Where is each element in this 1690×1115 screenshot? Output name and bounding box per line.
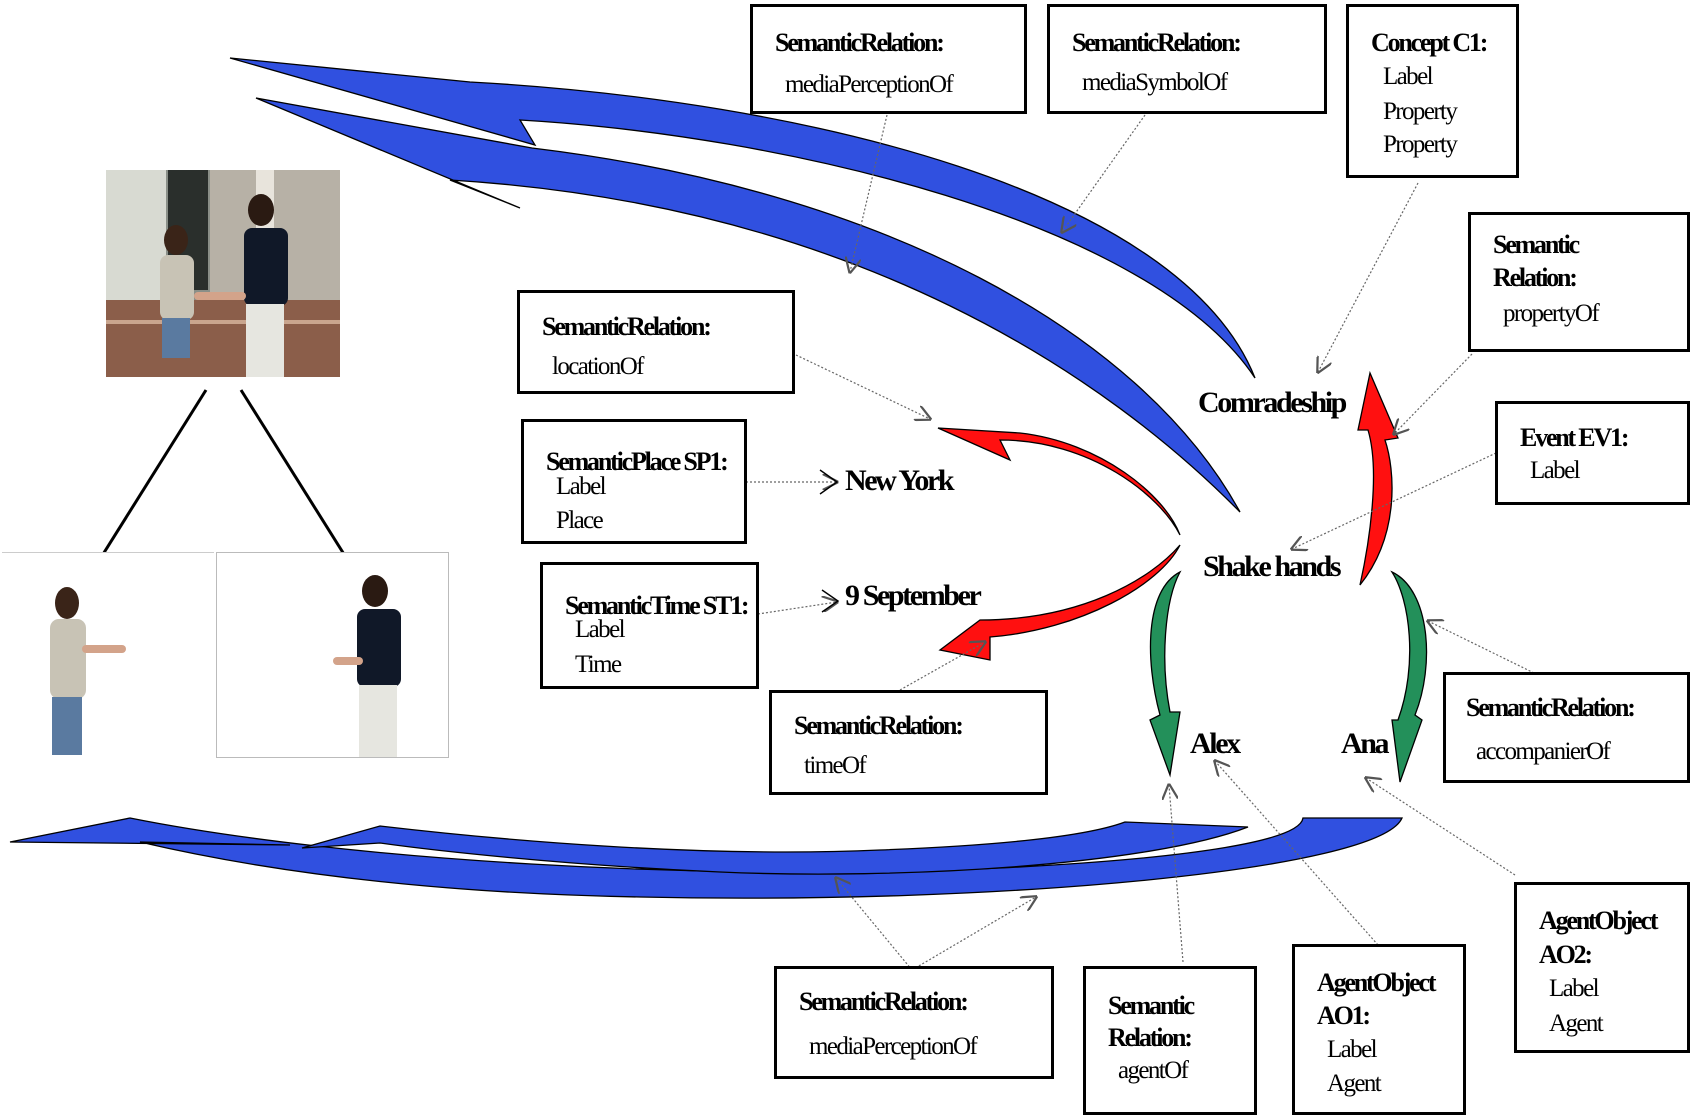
- box-semantic-time: SemanticTime ST1: Label Time: [540, 562, 759, 689]
- box-title: AgentObject: [1539, 906, 1659, 935]
- blue-arrow-media-perception-upper: [255, 97, 1241, 513]
- box-line: Label: [1549, 975, 1600, 1002]
- box-line: locationOf: [552, 353, 645, 380]
- segment-man: [216, 552, 449, 758]
- blue-arrow-media-perception-lower-alex: [301, 821, 1249, 875]
- box-line: Label: [556, 473, 607, 500]
- blue-arrow-media-symbol-upper: [229, 57, 1256, 379]
- box-title: AO2:: [1539, 940, 1593, 969]
- box-title: Relation:: [1493, 263, 1578, 292]
- box-agent-object-ao1: AgentObject AO1: Label Agent: [1292, 944, 1466, 1115]
- box-title: SemanticRelation:: [1072, 28, 1242, 57]
- box-line: accompanierOf: [1476, 738, 1611, 765]
- box-media-perception-bottom: SemanticRelation: mediaPerceptionOf: [774, 966, 1054, 1079]
- label-pointer-heads: [819, 469, 840, 613]
- box-agent-of: Semantic Relation: agentOf: [1083, 966, 1257, 1115]
- segment-woman: [2, 552, 214, 759]
- node-shake-hands: Shake hands: [1203, 550, 1342, 583]
- box-line: Time: [575, 651, 622, 678]
- box-title: Relation:: [1108, 1023, 1193, 1052]
- red-arrow-time: [938, 544, 1181, 661]
- box-line: Label: [1327, 1036, 1378, 1063]
- segment-line-right: [239, 389, 354, 568]
- box-line: Place: [556, 507, 604, 534]
- box-title: Event EV1:: [1520, 423, 1629, 452]
- box-title: SemanticRelation:: [794, 711, 964, 740]
- box-line: mediaPerceptionOf: [809, 1033, 978, 1060]
- relation-pointers: [746, 114, 1535, 971]
- box-line: mediaSymbolOf: [1082, 69, 1228, 96]
- node-9-september: 9 September: [845, 579, 982, 612]
- box-title: SemanticPlace SP1:: [546, 447, 729, 476]
- node-comradeship: Comradeship: [1198, 386, 1347, 419]
- box-media-symbol: SemanticRelation: mediaSymbolOf: [1047, 4, 1327, 114]
- box-line: Agent: [1327, 1070, 1382, 1097]
- box-title: Concept C1:: [1371, 28, 1488, 57]
- green-arrow-agent: [1149, 570, 1182, 778]
- box-line: Label: [1530, 457, 1581, 484]
- box-line: propertyOf: [1503, 300, 1600, 327]
- handshake-photo: [106, 170, 340, 377]
- green-arrow-accompanier: [1390, 570, 1428, 783]
- node-ana: Ana: [1341, 727, 1390, 760]
- box-title: Semantic: [1493, 230, 1580, 259]
- box-accompanier-of: SemanticRelation: accompanierOf: [1443, 672, 1690, 783]
- box-line: mediaPerceptionOf: [785, 71, 954, 98]
- box-title: SemanticRelation:: [775, 28, 945, 57]
- box-concept-c1: Concept C1: Label Property Property: [1346, 4, 1519, 178]
- node-new-york: New York: [845, 464, 955, 497]
- box-event-ev1: Event EV1: Label: [1495, 401, 1690, 505]
- box-media-perception-top: SemanticRelation: mediaPerceptionOf: [750, 4, 1027, 114]
- red-arrow-property: [1357, 370, 1399, 586]
- box-line: Property: [1383, 98, 1458, 125]
- box-title: Semantic: [1108, 991, 1195, 1020]
- box-line: timeOf: [804, 752, 867, 779]
- box-title: AgentObject: [1317, 968, 1437, 997]
- box-agent-object-ao2: AgentObject AO2: Label Agent: [1514, 882, 1690, 1053]
- box-location-of: SemanticRelation: locationOf: [517, 290, 795, 394]
- box-time-of: SemanticRelation: timeOf: [769, 690, 1048, 795]
- box-line: Agent: [1549, 1010, 1604, 1037]
- blue-arrow-media-perception-lower-ana: [9, 817, 1403, 899]
- box-line: agentOf: [1118, 1057, 1189, 1084]
- box-title: SemanticRelation:: [1466, 693, 1636, 722]
- box-title: SemanticTime ST1:: [565, 591, 750, 620]
- node-alex: Alex: [1190, 727, 1241, 760]
- box-property-of: Semantic Relation: propertyOf: [1468, 212, 1690, 352]
- box-line: Property: [1383, 131, 1458, 158]
- box-line: Label: [575, 616, 626, 643]
- box-title: SemanticRelation:: [542, 312, 712, 341]
- box-title: AO1:: [1317, 1001, 1371, 1030]
- red-arrow-location: [937, 427, 1181, 536]
- box-semantic-place: SemanticPlace SP1: Label Place: [521, 419, 747, 544]
- segment-line-left: [93, 389, 208, 568]
- box-title: SemanticRelation:: [799, 987, 969, 1016]
- box-line: Label: [1383, 63, 1434, 90]
